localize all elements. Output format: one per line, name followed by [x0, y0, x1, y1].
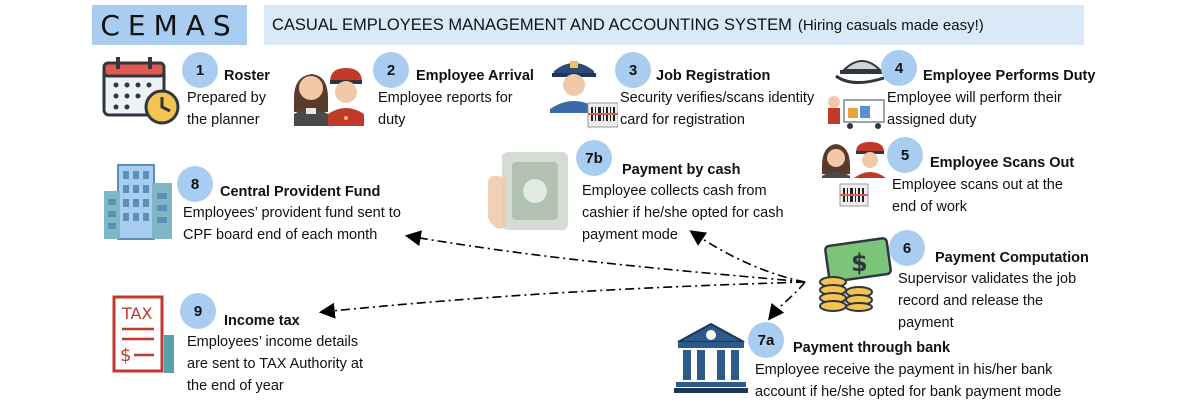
step-desc-2: Employee reports for duty [378, 90, 513, 128]
calendar-clock-icon [102, 55, 182, 132]
step-badge-5: 5 [887, 137, 923, 173]
step-title-7b: Payment by cash [622, 162, 741, 178]
step-badge-7a: 7a [748, 322, 784, 358]
title-text: CASUAL EMPLOYEES MANAGEMENT AND ACCOUNTI… [272, 15, 792, 34]
step-desc-7a: Employee receive the payment in his/her … [755, 362, 1062, 400]
page-title: CASUAL EMPLOYEES MANAGEMENT AND ACCOUNTI… [264, 5, 1084, 45]
cash-hand-icon [482, 148, 574, 243]
step-desc-3: Security verifies/scans identity card fo… [620, 90, 815, 128]
step-badge-9: 9 [180, 293, 216, 329]
step-badge-3: 3 [615, 52, 651, 88]
building-icon [100, 163, 176, 246]
step-title-6: Payment Computation [935, 250, 1089, 266]
step-desc-1: Prepared by the planner [187, 90, 266, 128]
step-badge-8: 8 [177, 166, 213, 202]
arrow-to-cpf [404, 230, 806, 283]
step-desc-5: Employee scans out at the end of work [892, 177, 1063, 215]
step-desc-4: Employee will perform their assigned dut… [887, 90, 1062, 128]
arrow-to-tax [318, 281, 806, 319]
svg-text:$: $ [120, 345, 131, 366]
step-title-9: Income tax [224, 313, 300, 329]
step-title-8: Central Provident Fund [220, 184, 381, 200]
step-title-3: Job Registration [656, 68, 771, 84]
step-badge-1: 1 [182, 52, 218, 88]
step-badge-4: 4 [881, 50, 917, 86]
step-badge-7b: 7b [576, 140, 612, 176]
tax-icon-label: TAX [121, 304, 152, 323]
arrow-to-bank [768, 281, 806, 321]
step-desc-8: Employees’ provident fund sent to CPF bo… [183, 205, 401, 243]
step-desc-9: Employees’ income details are sent to TA… [187, 334, 363, 394]
step-badge-2: 2 [373, 52, 409, 88]
logo: CEMAS [92, 5, 247, 45]
step-title-5: Employee Scans Out [930, 155, 1075, 171]
step-badge-6: 6 [889, 230, 925, 266]
subtitle-text: (Hiring casuals made easy!) [797, 16, 984, 34]
svg-text:$: $ [851, 249, 868, 277]
tax-document-icon: TAX $ [108, 293, 180, 382]
step-title-7a: Payment through bank [793, 340, 951, 356]
employees-scan-icon [820, 140, 890, 215]
money-coins-icon: $ [815, 236, 895, 317]
step-title-2: Employee Arrival [416, 68, 534, 84]
arrow-to-cash [689, 230, 806, 283]
service-duty-icon [822, 48, 888, 135]
bank-icon [674, 322, 748, 399]
step-desc-7b: Employee collects cash from cashier if h… [582, 183, 784, 243]
step-title-4: Employee Performs Duty [923, 68, 1096, 84]
step-desc-6: Supervisor validates the job record and … [898, 271, 1077, 331]
employees-icon [290, 58, 368, 131]
security-guard-icon [548, 53, 619, 134]
step-title-1: Roster [224, 68, 270, 84]
